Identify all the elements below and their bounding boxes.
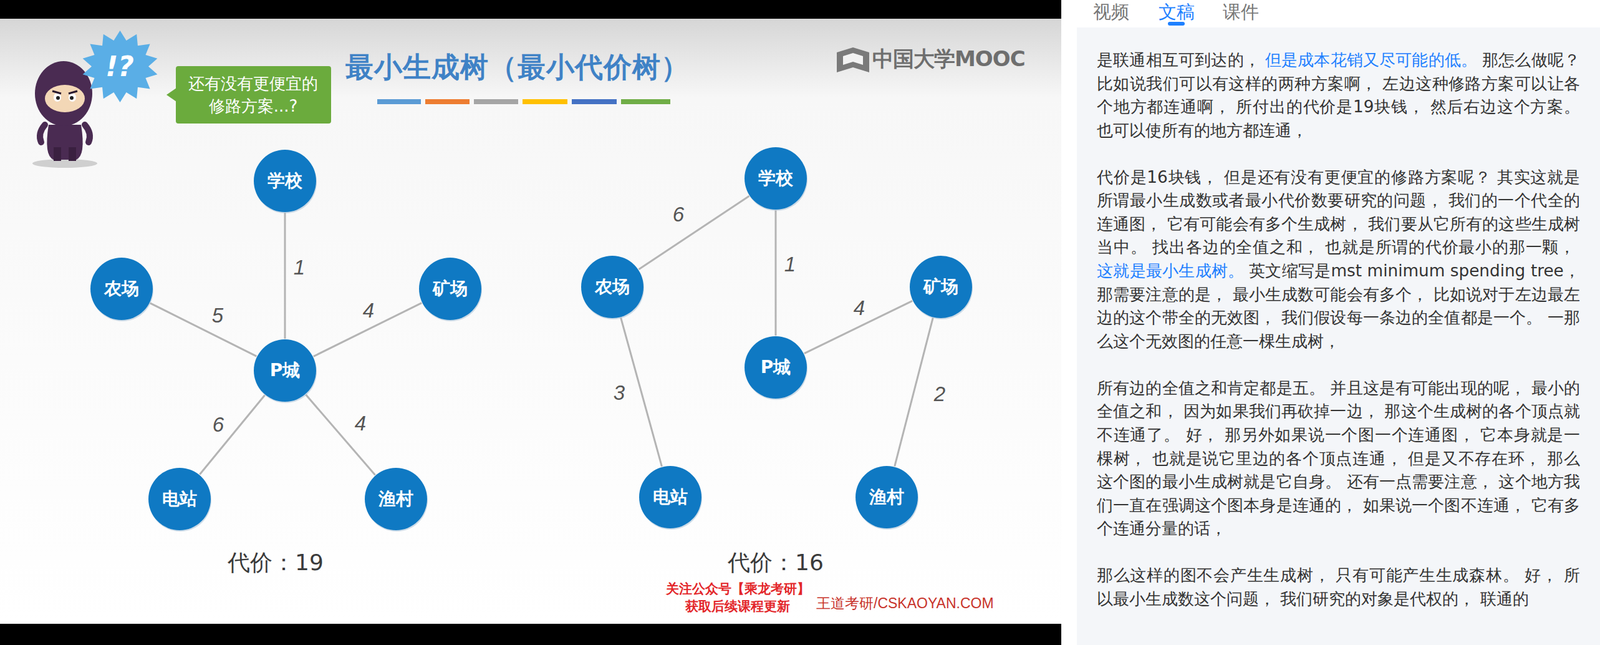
promo-note: 获取后续课程更新 xyxy=(685,597,791,615)
speech-bubble: 还有没有更便宜的 修路方案...? xyxy=(175,66,332,124)
graph-edge xyxy=(150,303,257,357)
panel-tab: 视频 xyxy=(1093,0,1130,25)
graph-vertex: 矿场 xyxy=(909,255,973,319)
graph-edge xyxy=(775,210,777,336)
node-label: 还有没有更便宜的 修路方案...? xyxy=(184,72,323,118)
edge-weight: 4 xyxy=(362,298,375,323)
vertex-fill xyxy=(419,257,482,320)
graph-vertex: 学校 xyxy=(253,149,317,213)
vertex-fill xyxy=(909,255,973,319)
graph-vertex: 农场 xyxy=(580,255,645,319)
panel-tab: 文稿 xyxy=(1158,0,1195,25)
edge-weight: 3 xyxy=(613,380,625,405)
slide xyxy=(0,18,1062,624)
graph-vertex: 矿场 xyxy=(418,256,482,321)
vertex-fill xyxy=(744,336,807,399)
graph-vertex: 电站 xyxy=(147,467,212,531)
watermark: 王道考研/CSKAOYAN.COM xyxy=(816,593,994,613)
transcript-paragraph: 所有边的全值之和肯定都是五。 并且这是有可能出现的呢， 最小的全值之和， 因为如… xyxy=(1096,376,1581,541)
edge-weight: 4 xyxy=(853,296,865,320)
transcript-text: 是联通相互可到达的， xyxy=(1096,50,1261,70)
transcript-panel xyxy=(1076,27,1600,645)
edge-weight: 2 xyxy=(934,382,946,406)
pointer-fill xyxy=(166,87,177,102)
transcript-text: 代价是16块钱， 但是还有没有更便宜的修路方案呢？ 其实这就是所谓最小生成数或者… xyxy=(1096,167,1581,257)
vertex-fill xyxy=(148,467,211,531)
graph-edge xyxy=(305,394,375,476)
mooc-logo-icon xyxy=(836,47,870,73)
node-label: 学校 xyxy=(758,166,794,191)
vertex-fill xyxy=(855,465,918,529)
edge-weight: 6 xyxy=(212,412,224,437)
panel-tab: 课件 xyxy=(1222,0,1259,25)
graph-edge xyxy=(284,212,287,339)
graph-vertex: 学校 xyxy=(743,146,808,211)
graph-vertex: 农场 xyxy=(89,256,154,321)
vertex-fill xyxy=(744,147,807,210)
edge-weight: 6 xyxy=(672,202,685,227)
vertex-fill xyxy=(364,467,428,531)
transcript-text: 所有边的全值之和肯定都是五。 并且这是有可能出现的呢， 最小的全值之和， 因为如… xyxy=(1096,378,1581,538)
edge-weight: 5 xyxy=(212,303,224,328)
node-label: 渔村 xyxy=(378,486,414,511)
side-panel xyxy=(1061,0,1600,645)
brand-logo-text: 中国大学MOOC xyxy=(872,44,1026,74)
slide-title: 最小生成树（最小代价树） xyxy=(345,48,690,87)
edge-weight: 1 xyxy=(784,252,796,277)
node-label: 农场 xyxy=(594,274,630,299)
vertex-fill xyxy=(253,149,317,213)
node-label: 渔村 xyxy=(869,485,905,509)
transcript-paragraph: 是联通相互可到达的，但是成本花销又尽可能的低。那怎么做呢？ 比如说我们可以有这样… xyxy=(1096,48,1581,143)
node-label: P城 xyxy=(269,358,301,383)
node-label: 学校 xyxy=(267,168,303,193)
graph-edge xyxy=(894,317,934,466)
promo-note: 关注公众号【乘龙考研】 xyxy=(665,579,810,598)
transcript-text: 那么这样的图不会产生生成树， 只有可能产生生成森林。 好， 所以最小生成数这个问… xyxy=(1096,565,1581,608)
highlighted-sentence: 这就是最小生成树。 xyxy=(1096,261,1244,280)
graph-vertex: P城 xyxy=(743,335,808,400)
vertex-fill xyxy=(581,255,644,319)
node-label: 电站 xyxy=(162,486,198,511)
node-label: 农场 xyxy=(104,276,140,301)
ninja-figure xyxy=(32,61,98,168)
graph-vertex: P城 xyxy=(253,338,317,403)
cost-caption: 代价：16 xyxy=(727,547,824,579)
vertex-fill xyxy=(639,465,702,529)
graph-edge xyxy=(199,394,265,474)
edge-weight: 1 xyxy=(293,255,305,280)
vertex-fill xyxy=(253,339,317,402)
graph-edge xyxy=(621,317,663,467)
node-label: P城 xyxy=(760,355,792,380)
video-frame xyxy=(0,0,1062,645)
color-bars xyxy=(377,99,671,105)
transcript-paragraph: 代价是16块钱， 但是还有没有更便宜的修路方案呢？ 其实这就是所谓最小生成数或者… xyxy=(1096,165,1581,354)
cost-caption: 代价：19 xyxy=(227,547,324,579)
burst-fill xyxy=(82,30,158,103)
node-label: 电站 xyxy=(652,485,688,509)
transcript-paragraph: 那么这样的图不会产生生成树， 只有可能产生生成森林。 好， 所以最小生成数这个问… xyxy=(1096,563,1581,611)
graph-edge xyxy=(638,195,749,270)
graph-vertex: 电站 xyxy=(638,465,703,529)
highlighted-sentence: 但是成本花销又尽可能的低。 xyxy=(1265,50,1478,70)
node-label: 矿场 xyxy=(432,276,468,301)
exclaim-burst: !? xyxy=(81,30,159,103)
graph-vertex: 渔村 xyxy=(364,467,428,531)
edge-weight: 4 xyxy=(354,411,367,436)
transcript-column: 是联通相互可到达的，但是成本花销又尽可能的低。那怎么做呢？ 比如说我们可以有这样… xyxy=(1096,48,1581,611)
node-label: !? xyxy=(105,50,135,83)
node-label: 矿场 xyxy=(923,274,959,299)
graph-vertex: 渔村 xyxy=(854,465,919,529)
vertex-fill xyxy=(90,257,153,320)
bubble-pointer xyxy=(166,87,177,102)
